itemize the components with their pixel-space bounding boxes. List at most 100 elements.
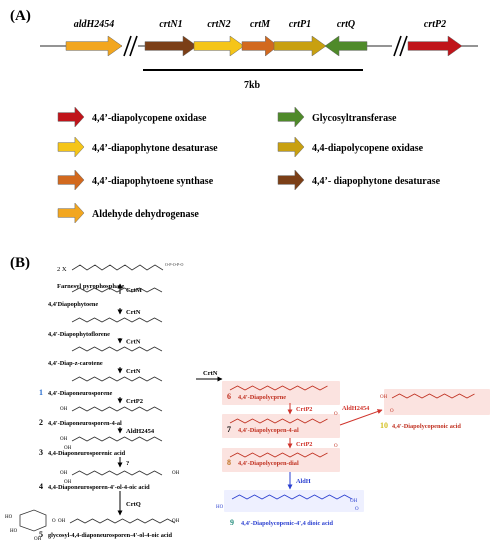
enzyme-label-4: CrtP2 bbox=[126, 398, 143, 405]
enzyme-label-5: AldH2454 bbox=[126, 428, 155, 435]
panel-b-label: (B) bbox=[10, 255, 30, 271]
compound-name-2: 4,4'-Diap-z-carotene bbox=[48, 360, 103, 367]
compound-num-6: 4 bbox=[39, 482, 43, 491]
side-o-8: O bbox=[334, 444, 338, 449]
legend-swatch-5 bbox=[277, 169, 305, 191]
gene-label-2: crtN2 bbox=[207, 19, 230, 30]
compound-name-5: 4,4-Diaponeurosporenic acid bbox=[48, 450, 126, 457]
side-o-7: O bbox=[334, 412, 338, 417]
branch-enzyme: CrtN bbox=[203, 370, 218, 377]
structure-0 bbox=[71, 287, 163, 293]
gene-arrow-5 bbox=[324, 35, 368, 57]
gene-arrow-3 bbox=[241, 35, 279, 57]
atom-oh2-6: OH bbox=[64, 480, 72, 485]
compound-name-3: 4,4'-Diaponeurosporene bbox=[48, 390, 113, 397]
gene-arrow-1 bbox=[144, 35, 198, 57]
compound-box-1 bbox=[222, 414, 340, 438]
compound-num-3: 1 bbox=[39, 388, 43, 397]
atom-oh2-5: OH bbox=[64, 446, 72, 451]
enzyme-label-7: CrtQ bbox=[126, 501, 141, 508]
break-mark-1 bbox=[122, 35, 138, 57]
side-enzyme-7: CrtP2 bbox=[296, 406, 312, 413]
side-structure-1 bbox=[229, 418, 328, 424]
gene-label-4: crtP1 bbox=[289, 19, 311, 30]
compound-box-4 bbox=[384, 389, 490, 415]
enzyme-label-2: CrtN bbox=[126, 339, 141, 346]
side-oh-10: OH bbox=[380, 395, 388, 400]
legend-label-2: 4,4’-diapophytone desaturase bbox=[92, 143, 218, 154]
side-ho-9: HO bbox=[216, 505, 224, 510]
side-num-0: 6 bbox=[227, 392, 231, 401]
panel-a-label: (A) bbox=[10, 8, 31, 24]
enzyme-label-1: CrtN bbox=[126, 309, 141, 316]
side-name-1: 4,4'-Diapolycopen-4-al bbox=[238, 427, 299, 434]
legend-label-0: 4,4’-diapolycopene oxidase bbox=[92, 113, 207, 124]
structure-7 bbox=[69, 518, 176, 524]
compound-name-0: 4,4'Diapophytoene bbox=[48, 301, 98, 308]
atom-oh3-7: OH bbox=[172, 519, 180, 524]
legend-swatch-3 bbox=[277, 136, 305, 158]
side-name-2: 4,4'-Diapolycopen-dial bbox=[238, 460, 299, 467]
legend-swatch-4 bbox=[57, 169, 85, 191]
side-num-2: 8 bbox=[227, 458, 231, 467]
structure-3 bbox=[71, 376, 163, 382]
structure-6 bbox=[71, 470, 163, 476]
gene-label-1: crtN1 bbox=[159, 19, 182, 30]
legend-swatch-1 bbox=[277, 106, 305, 128]
structure-4 bbox=[71, 406, 163, 412]
side-structure-4 bbox=[391, 393, 475, 399]
legend-swatch-6 bbox=[57, 202, 85, 224]
legend-swatch-2 bbox=[57, 136, 85, 158]
structure-2 bbox=[71, 346, 163, 352]
side-o-9: O bbox=[355, 507, 359, 512]
sugar-o: O bbox=[52, 519, 56, 524]
side-structure-0 bbox=[229, 385, 328, 391]
side-num-4: 10 bbox=[380, 421, 388, 430]
side-enzyme-9: AldH bbox=[296, 478, 311, 485]
legend-label-4: 4,4’-diapophytoene synthase bbox=[92, 176, 214, 187]
gene-arrow-0 bbox=[65, 35, 123, 57]
side-name-3: 4,4'-Diapolycopenic-4',4 dioic acid bbox=[241, 520, 334, 527]
gene-label-0: aldH2454 bbox=[74, 19, 115, 30]
legend-label-6: Aldehyde dehydrogenase bbox=[92, 209, 199, 220]
side-num-1: 7 bbox=[227, 425, 231, 434]
atom-oh-7: OH bbox=[58, 519, 66, 524]
fpp-phosphate: O-P-O-P-O bbox=[165, 262, 184, 267]
side-enzyme-10: AldH2454 bbox=[342, 405, 370, 412]
structure-1 bbox=[71, 317, 163, 323]
side-num-3: 9 bbox=[230, 518, 234, 527]
compound-name-6: 4,4-Diaponeurosporen-4'-ol-4-oic acid bbox=[48, 484, 150, 491]
gene-arrow-2 bbox=[193, 35, 245, 57]
compound-name-4: 4,4'-Diaponeurosporen-4-al bbox=[48, 420, 122, 427]
enzyme-label-3: CrtN bbox=[126, 368, 141, 375]
side-oh-9: OH bbox=[350, 499, 358, 504]
side-arrow-7-10 bbox=[339, 409, 383, 426]
sugar-ring bbox=[19, 509, 47, 532]
enzyme-label-6: ? bbox=[126, 460, 129, 467]
compound-box-0 bbox=[222, 381, 340, 405]
compound-name-7: glycosyl-4,4-diaponeurosporen-4'-ol-4-oi… bbox=[48, 532, 172, 539]
legend-swatch-0 bbox=[57, 106, 85, 128]
atom-oh-6: OH bbox=[60, 471, 68, 476]
fpp-structure bbox=[71, 264, 164, 271]
side-structure-2 bbox=[229, 452, 328, 458]
gene-arrow-6 bbox=[407, 35, 463, 57]
side-name-4: 4,4'-Diapolycopenoic acid bbox=[392, 423, 461, 430]
compound-num-7: 5 bbox=[39, 530, 43, 539]
atom-oh-5: OH bbox=[60, 437, 68, 442]
compound-num-5: 3 bbox=[39, 448, 43, 457]
compound-num-4: 2 bbox=[39, 418, 43, 427]
side-structure-3 bbox=[231, 494, 353, 500]
side-o-10: O bbox=[390, 409, 394, 414]
legend-label-5: 4,4’- diapophytone desaturase bbox=[312, 176, 441, 187]
scale-label: 7kb bbox=[244, 80, 261, 91]
gene-arrow-4 bbox=[273, 35, 327, 57]
atom-oh3-6: OH bbox=[172, 471, 180, 476]
gene-label-3: crtM bbox=[250, 19, 271, 30]
side-enzyme-8: CrtP2 bbox=[296, 441, 312, 448]
compound-box-3 bbox=[224, 490, 364, 512]
gene-label-6: crtP2 bbox=[424, 19, 446, 30]
enzyme-label-0: CrtM bbox=[126, 287, 142, 294]
sugar-ho-1: HO bbox=[5, 515, 13, 520]
